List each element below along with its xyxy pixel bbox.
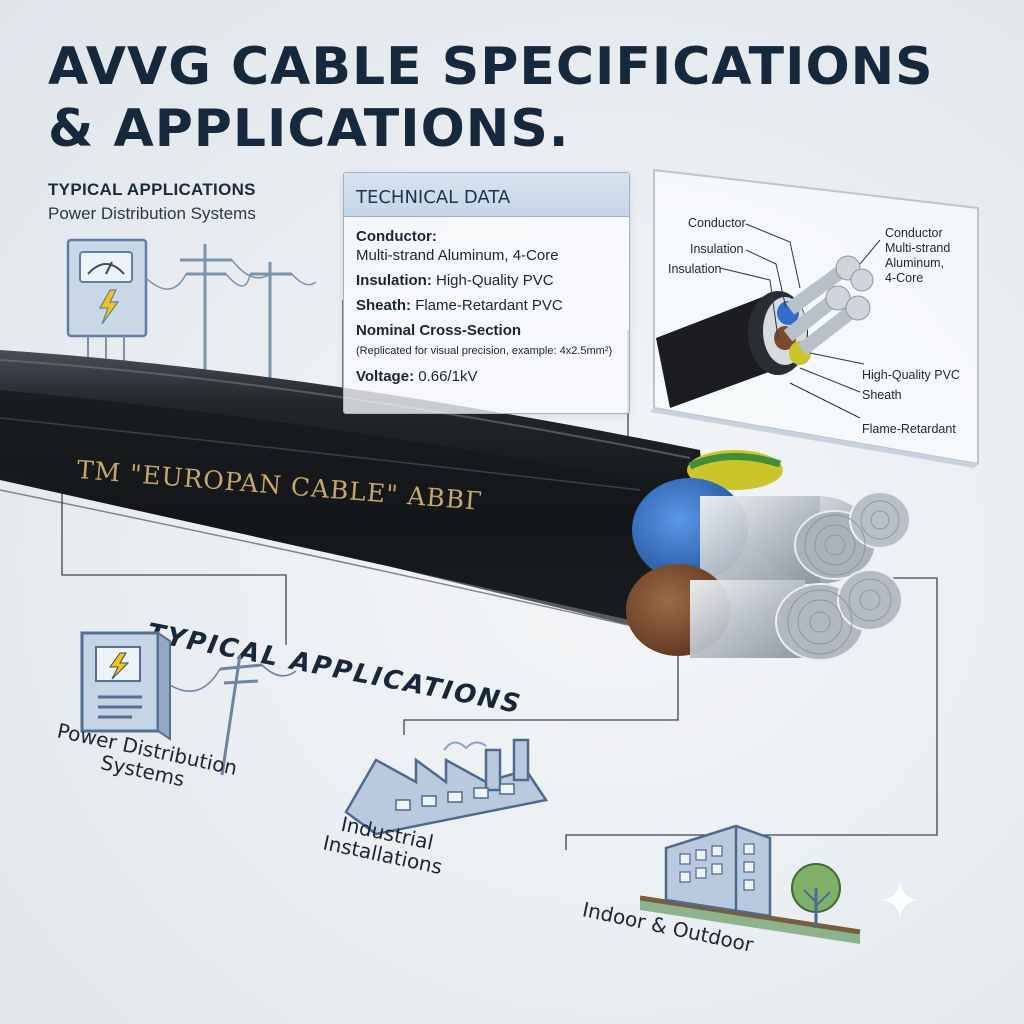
technical-data-panel: TECHNICAL DATA Conductor: Multi-strand Al…: [343, 172, 630, 414]
inset-label-conductor-left: Conductor: [688, 216, 746, 230]
avvg-cable-illustration: [0, 350, 911, 661]
conductor-value: Multi-strand Aluminum, 4-Core: [356, 247, 559, 264]
inset-label-sheath: Sheath: [862, 388, 902, 402]
inset-label-conductor-right: Conductor: [885, 226, 943, 240]
sparkle-icon: [882, 882, 918, 918]
top-applications-subtitle: Power Distribution Systems: [48, 204, 256, 223]
insulation-label: Insulation:: [356, 272, 432, 289]
building-tree-icon: [640, 824, 861, 944]
cross-section-inset: Conductor Insulation Insulation Conducto…: [650, 168, 980, 468]
sheath-label: Sheath:: [356, 297, 412, 314]
page-title: AVVG CABLE SPECIFICATIONS & APPLICATIONS…: [48, 37, 934, 159]
cross-section-illustration: [650, 168, 979, 468]
voltage-value: 0.66/1kV: [418, 368, 478, 385]
inset-label-high-quality-pvc: High-Quality PVC: [862, 368, 960, 382]
cross-section-note: (Replicated for visual precision, exampl…: [356, 345, 613, 357]
utility-pole-icon: [145, 244, 317, 380]
technical-data-heading: TECHNICAL DATA: [344, 173, 629, 217]
inset-label-insulation-left-2: Insulation: [668, 262, 722, 276]
cross-section-label: Nominal Cross-Section: [356, 322, 522, 339]
factory-icon: [344, 738, 549, 836]
power-distribution-top-illustration: [66, 238, 317, 380]
inset-label-conductor-detail-3: 4-Core: [885, 271, 924, 285]
electrical-panel-icon: [66, 238, 148, 372]
sheath-value: Flame-Retardant PVC: [415, 297, 563, 314]
insulation-value: High-Quality PVC: [436, 272, 554, 289]
inset-label-insulation-left: Insulation: [690, 242, 744, 256]
inset-label-flame-retardant: Flame-Retardant: [862, 422, 956, 436]
voltage-label: Voltage:: [356, 368, 415, 385]
inset-label-conductor-detail-1: Multi-strand: [885, 241, 951, 255]
top-applications-heading: TYPICAL APPLICATIONS: [48, 180, 256, 199]
inset-label-conductor-detail-2: Aluminum,: [885, 256, 945, 270]
conductor-label: Conductor:: [356, 228, 437, 245]
electrical-panel-icon: [80, 631, 297, 776]
